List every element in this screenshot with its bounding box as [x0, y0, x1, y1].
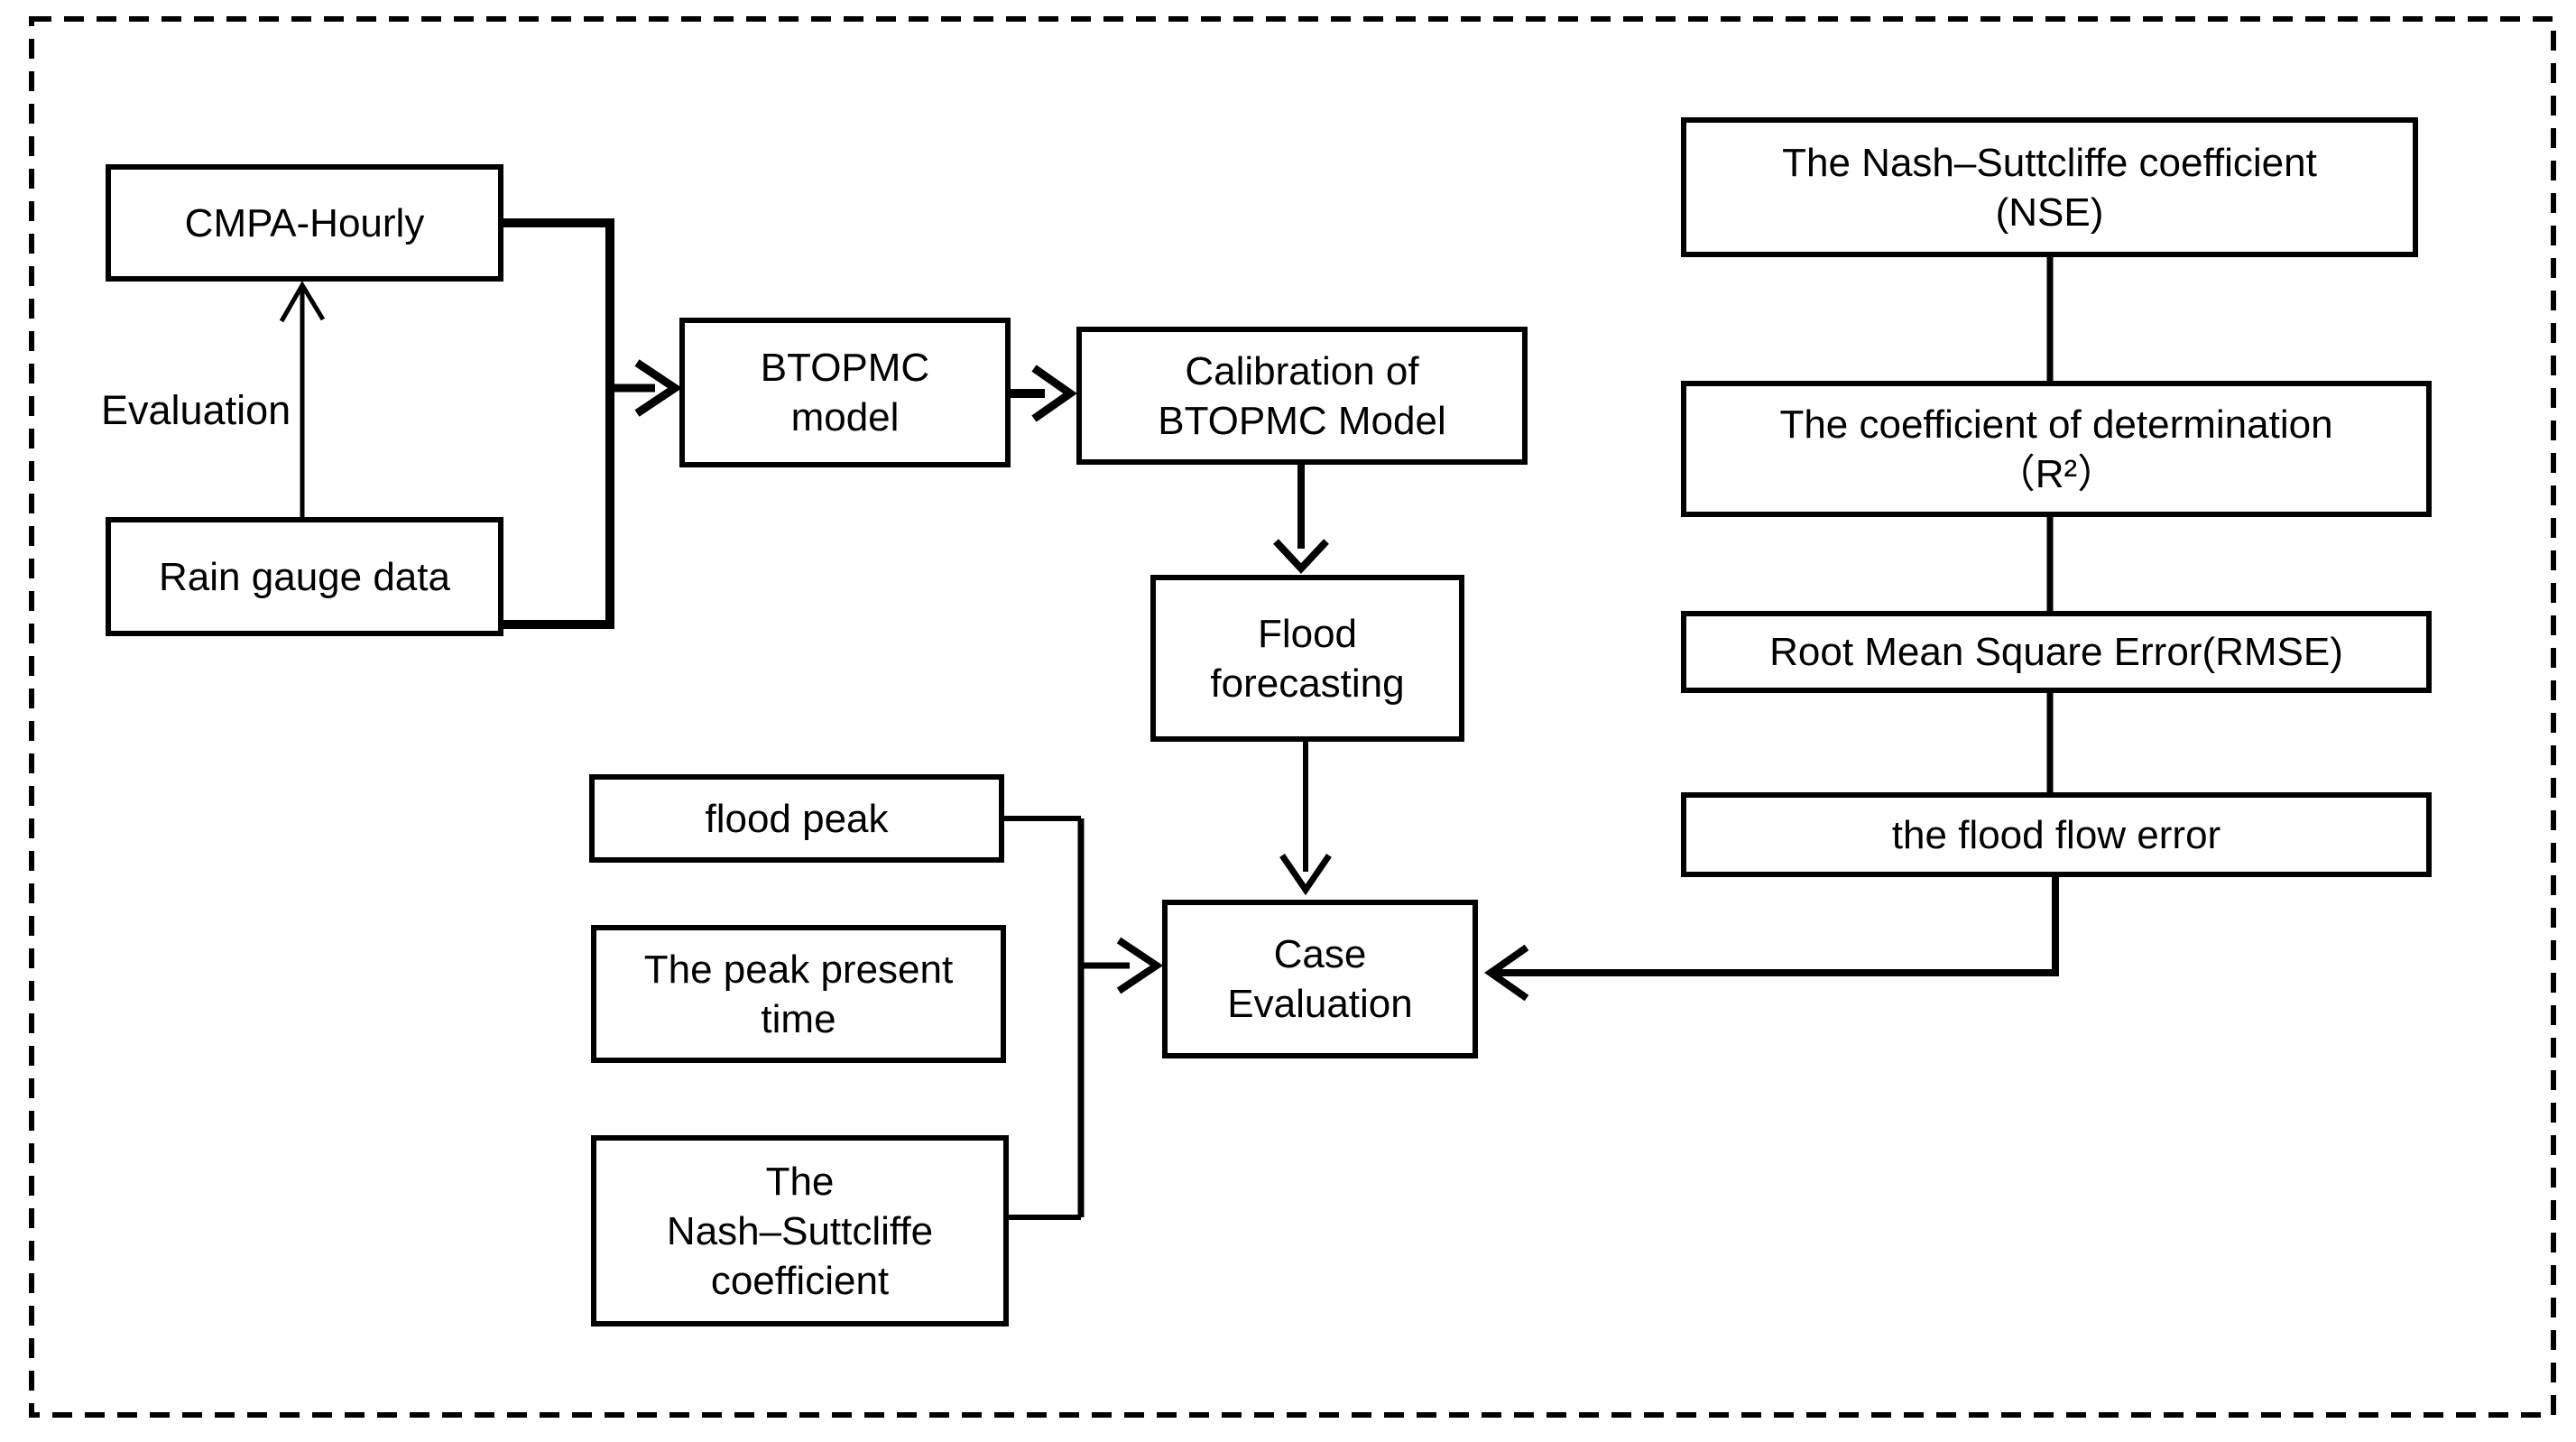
edge-rain-to-cmpa-arrow: [279, 281, 326, 517]
edge-criteria-to-case: [1004, 816, 1164, 1220]
node-flood-peak: flood peak: [589, 774, 1004, 863]
edge-inputs-to-btopmc: [503, 218, 683, 629]
node-r-squared: The coefficient of determination （R²）: [1681, 381, 2432, 517]
edge-calibration-to-forecasting-arrow: [1273, 465, 1329, 574]
edge-btopmc-to-calibration-arrow: [1011, 365, 1077, 422]
node-flood-flow-error: the flood flow error: [1681, 792, 2432, 877]
node-nash-suttcliffe-coefficient: The Nash–Suttcliffe coefficient: [591, 1135, 1009, 1326]
node-flood-forecasting: Flood forecasting: [1150, 575, 1464, 742]
edge-label-evaluation: Evaluation: [101, 387, 291, 433]
node-btopmc-model: BTOPMC model: [679, 318, 1011, 467]
node-rmse: Root Mean Square Error(RMSE): [1681, 611, 2432, 693]
edge-metrics-to-case-arrow: [1484, 875, 2059, 1002]
dashed-border: [29, 16, 2556, 1418]
node-nse: The Nash–Suttcliffe coefficient (NSE): [1681, 117, 2418, 257]
node-rain-gauge-data: Rain gauge data: [106, 517, 503, 636]
node-calibration-btopmc: Calibration of BTOPMC Model: [1076, 327, 1528, 465]
edge-forecasting-to-case-arrow: [1279, 742, 1332, 896]
node-cmpa-hourly: CMPA-Hourly: [106, 164, 503, 282]
node-peak-present-time: The peak present time: [591, 925, 1006, 1063]
node-case-evaluation: Case Evaluation: [1162, 900, 1478, 1058]
